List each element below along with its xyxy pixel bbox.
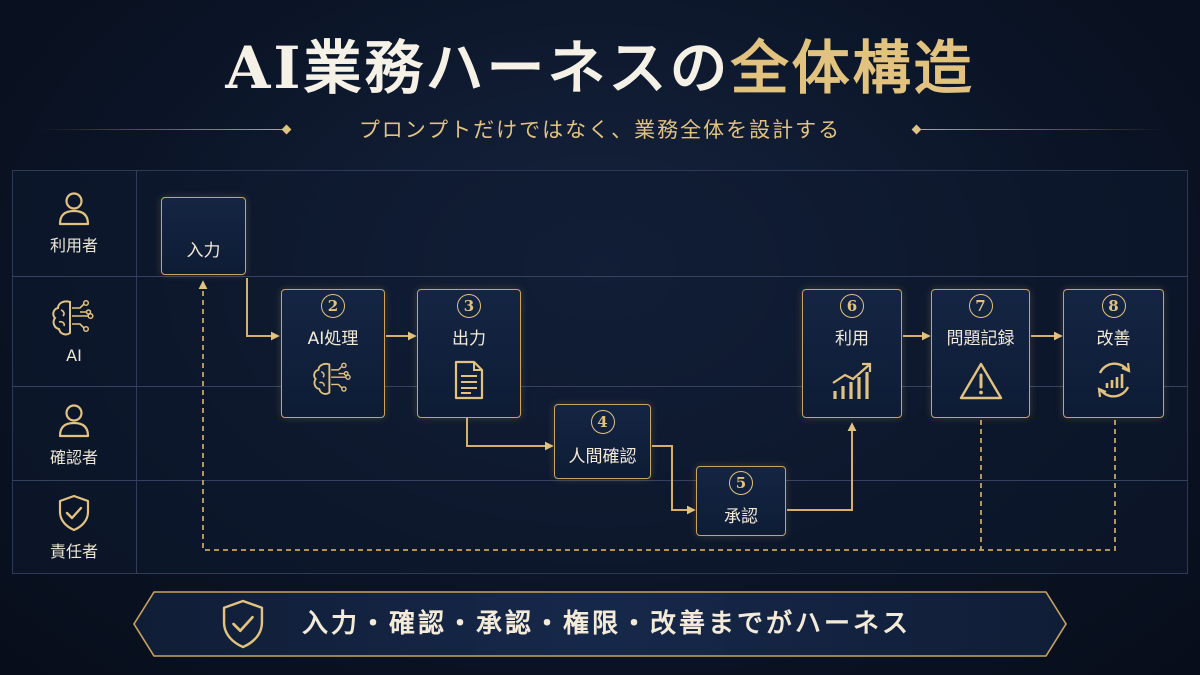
step-label: 人間確認 [568, 447, 637, 467]
document-icon [454, 360, 484, 400]
step-approval: 5 承認 [696, 466, 786, 536]
feedback-loop [198, 280, 1116, 551]
summary-banner: 入力・確認・承認・権限・改善までがハーネス [132, 590, 1068, 658]
warning-icon [959, 362, 1002, 400]
role-ai: AI [12, 296, 136, 365]
step-number-badge: 4 [590, 410, 615, 434]
brain-circuit-icon [52, 299, 94, 336]
step-issue-log: 7 問題記録 [931, 289, 1030, 418]
flow-arrow [787, 422, 857, 511]
step-label: 利用 [835, 329, 869, 349]
role-manager: 責任者 [12, 494, 136, 562]
subtitle-divider-right [920, 129, 1165, 130]
step-label: 承認 [724, 507, 758, 527]
step-number-badge: 2 [321, 294, 345, 318]
lane-divider [12, 386, 1188, 387]
step-usage: 6 利用 [802, 289, 902, 418]
subtitle: プロンプトだけではなく、業務全体を設計する [358, 118, 842, 142]
banner-frame [133, 591, 1067, 657]
flow-arrow [246, 278, 280, 341]
shield-check-icon [58, 494, 90, 532]
subtitle-row: プロンプトだけではなく、業務全体を設計する [0, 112, 1200, 148]
step-number-badge: 6 [840, 294, 864, 318]
brain-circuit-icon [313, 362, 351, 395]
role-label: 確認者 [49, 448, 98, 467]
lane-divider [12, 480, 1188, 481]
improvement-cycle-icon [1097, 362, 1130, 398]
growth-chart-icon [832, 362, 872, 399]
role-reviewer: 確認者 [12, 402, 136, 468]
page-title: AI業務ハーネスの全体構造 [0, 30, 1200, 106]
flow-arrow [466, 418, 554, 451]
step-label: 出力 [452, 329, 486, 349]
user-icon [58, 404, 90, 438]
step-number-badge: 3 [457, 294, 481, 318]
step-label: 問題記録 [946, 329, 1015, 349]
step-number-badge: 7 [968, 294, 993, 318]
step-number-badge: 8 [1101, 294, 1126, 318]
title-accent: 全体構造 [730, 34, 975, 102]
step-output: 3 出力 [417, 289, 521, 418]
step-number-badge: 5 [729, 471, 753, 495]
step-input: 入力 [161, 197, 246, 275]
step-human-review: 4 人間確認 [554, 404, 651, 479]
step-label: AI処理 [307, 329, 359, 349]
shield-check-icon [222, 599, 264, 649]
role-user: 利用者 [12, 190, 136, 256]
role-label: 責任者 [49, 542, 98, 561]
title-main: AI業務ハーネスの [225, 34, 731, 102]
subtitle-divider-left [40, 129, 285, 130]
flow-arrow [652, 445, 696, 515]
role-column [12, 170, 137, 574]
step-label: 入力 [186, 241, 221, 261]
banner-text: 入力・確認・承認・権限・改善までがハーネス [302, 609, 912, 639]
role-label: 利用者 [49, 236, 98, 255]
user-icon [58, 192, 90, 226]
role-label: AI [66, 346, 82, 365]
step-ai-processing: 2 AI処理 [281, 289, 385, 418]
step-label: 改善 [1096, 329, 1131, 349]
lane-divider [12, 276, 1188, 277]
step-improvement: 8 改善 [1063, 289, 1164, 418]
